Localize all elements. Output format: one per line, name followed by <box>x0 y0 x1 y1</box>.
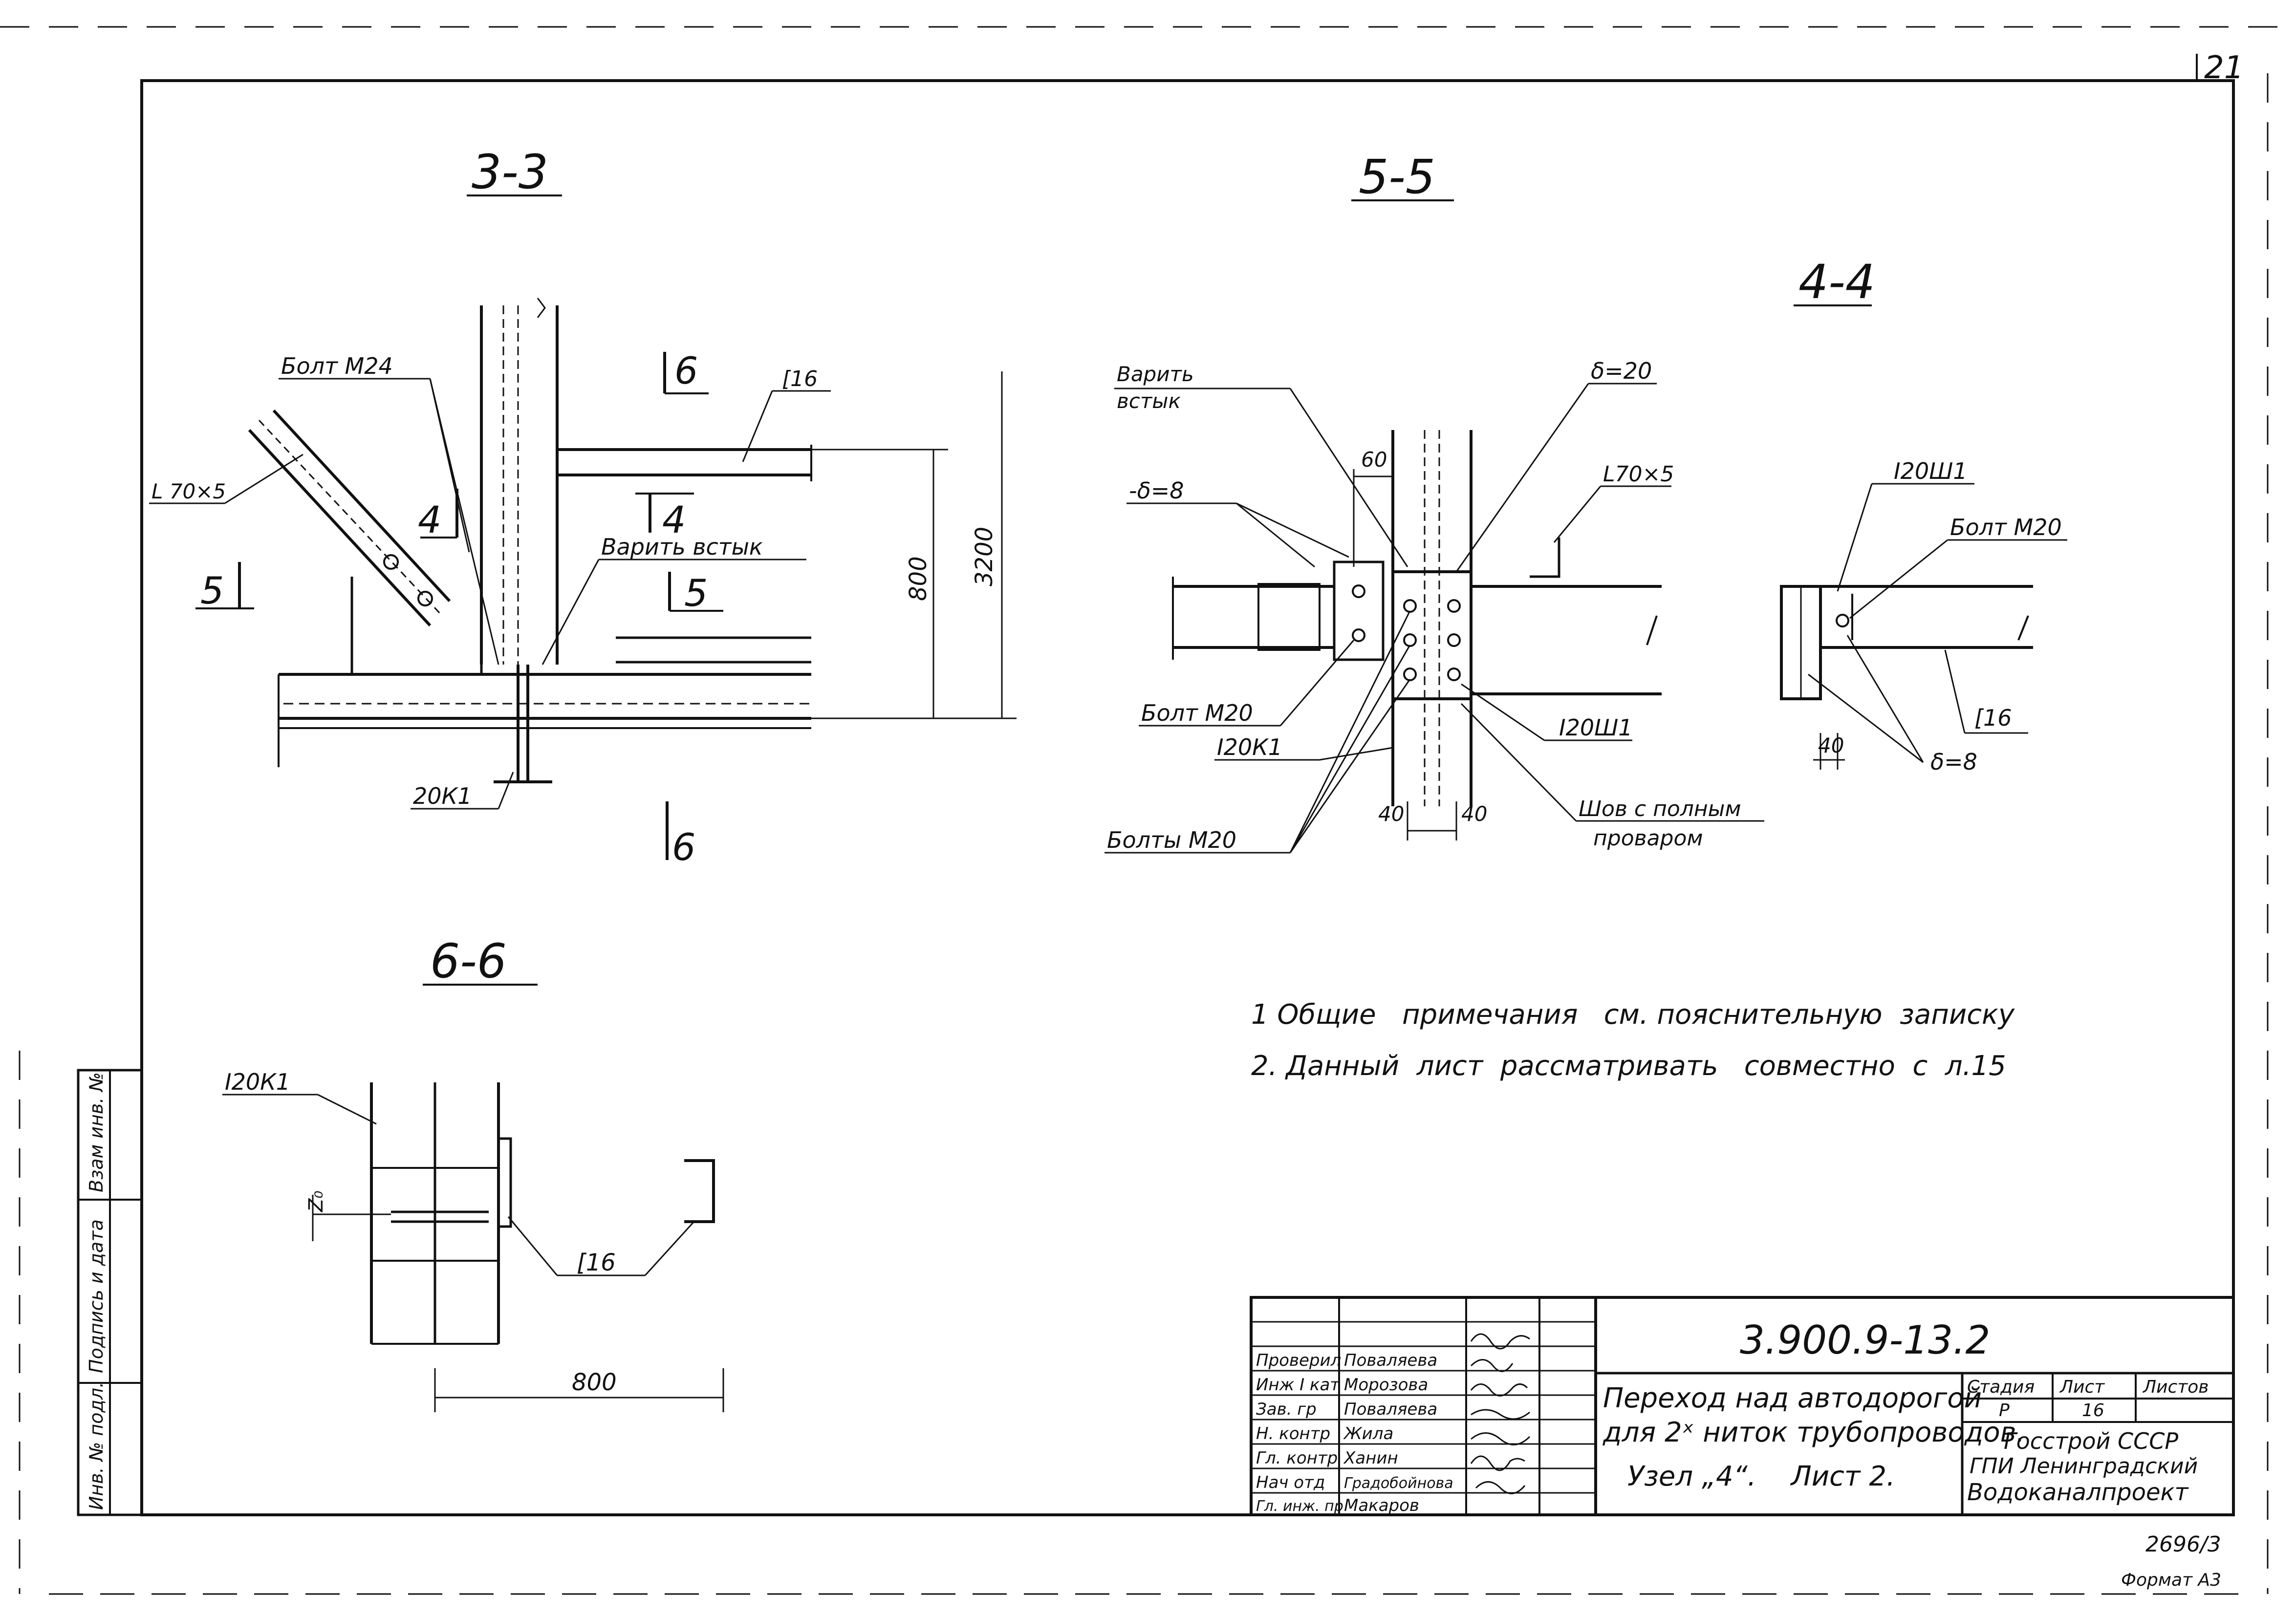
role-1: Инж I кат <box>1256 1375 1340 1395</box>
role-3: Н. контр <box>1256 1424 1330 1444</box>
label-bolt-m20-4-4: Болт М20 <box>1950 514 2062 540</box>
label-i20sh1-4-4: I20Ш1 <box>1894 458 1968 484</box>
label-delta20-5-5: δ=20 <box>1591 358 1652 384</box>
title-line3: Узел „4“. Лист 2. <box>1627 1461 1895 1492</box>
signature-3 <box>1471 1409 1530 1420</box>
footer-code: 2696/3 <box>2145 1532 2221 1557</box>
signature-0 <box>1470 1333 1530 1350</box>
footer-format: Формат А3 <box>2121 1570 2221 1590</box>
sheets-label: Листов <box>2142 1377 2209 1397</box>
title-line2: для 2ˣ ниток трубопроводов. <box>1603 1417 2025 1448</box>
label-i20sh1-5-5: I20Ш1 <box>1559 714 1633 741</box>
stamp-signature-date: Подпись и дата <box>86 1219 107 1373</box>
label-c16-3-3: [16 <box>782 366 818 391</box>
label-l70x5-3-3: L 70×5 <box>152 479 226 503</box>
stage-label: Стадия <box>1967 1377 2035 1397</box>
role-6: Гл. инж. пр <box>1256 1498 1343 1515</box>
role-0: Проверил <box>1256 1351 1341 1370</box>
name-6: Макаров <box>1344 1496 1419 1515</box>
dim-60-5-5: 60 <box>1361 448 1387 472</box>
role-5: Нач отд <box>1256 1473 1325 1492</box>
title-line1: Переход над автодорогой <box>1603 1382 1982 1414</box>
label-weld-butt-5-5-line1: Варить <box>1117 362 1194 386</box>
dim-3200-3-3: 3200 <box>971 527 998 586</box>
section-4-4: 4-4 40 I20Ш1 Болт М20 [16 δ=8 <box>1780 255 2067 775</box>
note-1: 1 Общие примечания см. пояснительную зап… <box>1251 999 2015 1031</box>
section-6-6: 6-6 Z₀ 800 I20К1 [16 <box>222 934 724 1412</box>
label-bolt-m20-5-5: Болт М20 <box>1141 700 1253 726</box>
cut-5-left: 5 <box>200 569 224 612</box>
signature-1 <box>1470 1359 1514 1372</box>
dim-40-4-4: 40 <box>1818 733 1844 757</box>
section-title-4-4: 4-4 <box>1798 255 1875 309</box>
name-1: Морозова <box>1344 1375 1428 1395</box>
left-stamp: Инв. № подл. Подпись и дата Взам инв. № <box>77 1069 143 1516</box>
label-delta8-5-5: -δ=8 <box>1129 477 1184 504</box>
stamp-inv-podl: Инв. № подл. <box>86 1382 107 1510</box>
label-weld-butt-5-5-line2: встык <box>1117 389 1181 413</box>
signature-5 <box>1470 1455 1525 1471</box>
label-seam-line2: проваром <box>1593 826 1703 851</box>
name-2: Поваляева <box>1344 1400 1437 1419</box>
label-z0-6-6: Z₀ <box>305 1191 327 1212</box>
title-block: Проверил Поваляева Инж I кат Морозова За… <box>1250 1296 2235 1516</box>
org-line2: ГПИ Ленинградский <box>1970 1454 2198 1479</box>
label-20k1-3-3: 20К1 <box>413 783 472 809</box>
role-4: Гл. контр <box>1256 1448 1338 1468</box>
signature-4 <box>1471 1432 1531 1445</box>
name-0: Поваляева <box>1344 1351 1437 1370</box>
section-3-3: 3-3 <box>149 145 1017 869</box>
label-i20k1-5-5: I20К1 <box>1217 734 1282 760</box>
dim-800-3-3: 800 <box>905 556 932 601</box>
doc-number: 3.900.9-13.2 <box>1740 1317 1990 1363</box>
dim-800-6-6: 800 <box>572 1369 617 1396</box>
cut-6-bottom: 6 <box>672 825 695 869</box>
label-c16-4-4: [16 <box>1974 705 2012 731</box>
label-weld-butt-3-3: Варить встык <box>601 534 763 560</box>
label-bolts-m20-5-5: Болты М20 <box>1107 827 1236 853</box>
cut-4-right: 4 <box>662 498 686 541</box>
sheet-value: 16 <box>2082 1401 2104 1421</box>
label-l70x5-5-5: L70×5 <box>1603 462 1674 487</box>
label-i20k1-6-6: I20К1 <box>225 1069 290 1095</box>
org-line3: Водоканалпроект <box>1967 1479 2189 1506</box>
dim-40b-5-5: 40 <box>1461 802 1487 826</box>
org-line1: Госстрой СССР <box>2004 1428 2178 1454</box>
label-c16-6-6: [16 <box>577 1249 616 1276</box>
section-title-5-5: 5-5 <box>1359 150 1435 204</box>
stamp-vzam-inv: Взам инв. № <box>86 1072 107 1192</box>
signature-6 <box>1475 1481 1526 1494</box>
cut-4-left: 4 <box>418 498 441 541</box>
sheet-corner-number: 21 <box>2204 50 2244 86</box>
label-delta8-4-4: δ=8 <box>1930 749 1977 775</box>
label-bolt-m24: Болт М24 <box>281 353 393 379</box>
section-title-6-6: 6-6 <box>430 934 507 989</box>
note-2: 2. Данный лист рассматривать совместно с… <box>1251 1050 2006 1082</box>
cut-5-right: 5 <box>684 571 708 615</box>
name-3: Жила <box>1343 1424 1393 1444</box>
role-2: Зав. гр <box>1256 1400 1317 1419</box>
label-seam-line1: Шов с полным <box>1579 797 1741 821</box>
main-frame <box>140 79 2235 1516</box>
sheet-label: Лист <box>2059 1377 2105 1397</box>
name-4: Ханин <box>1343 1448 1398 1468</box>
section-title-3-3: 3-3 <box>472 145 548 199</box>
section-5-5: 5-5 60 40 <box>1105 150 1764 854</box>
cut-6-top: 6 <box>674 349 698 392</box>
stage-value: Р <box>1999 1401 2010 1421</box>
signature-2 <box>1470 1383 1528 1397</box>
name-5: Градобойнова <box>1344 1475 1453 1492</box>
dim-40a-5-5: 40 <box>1378 802 1404 826</box>
